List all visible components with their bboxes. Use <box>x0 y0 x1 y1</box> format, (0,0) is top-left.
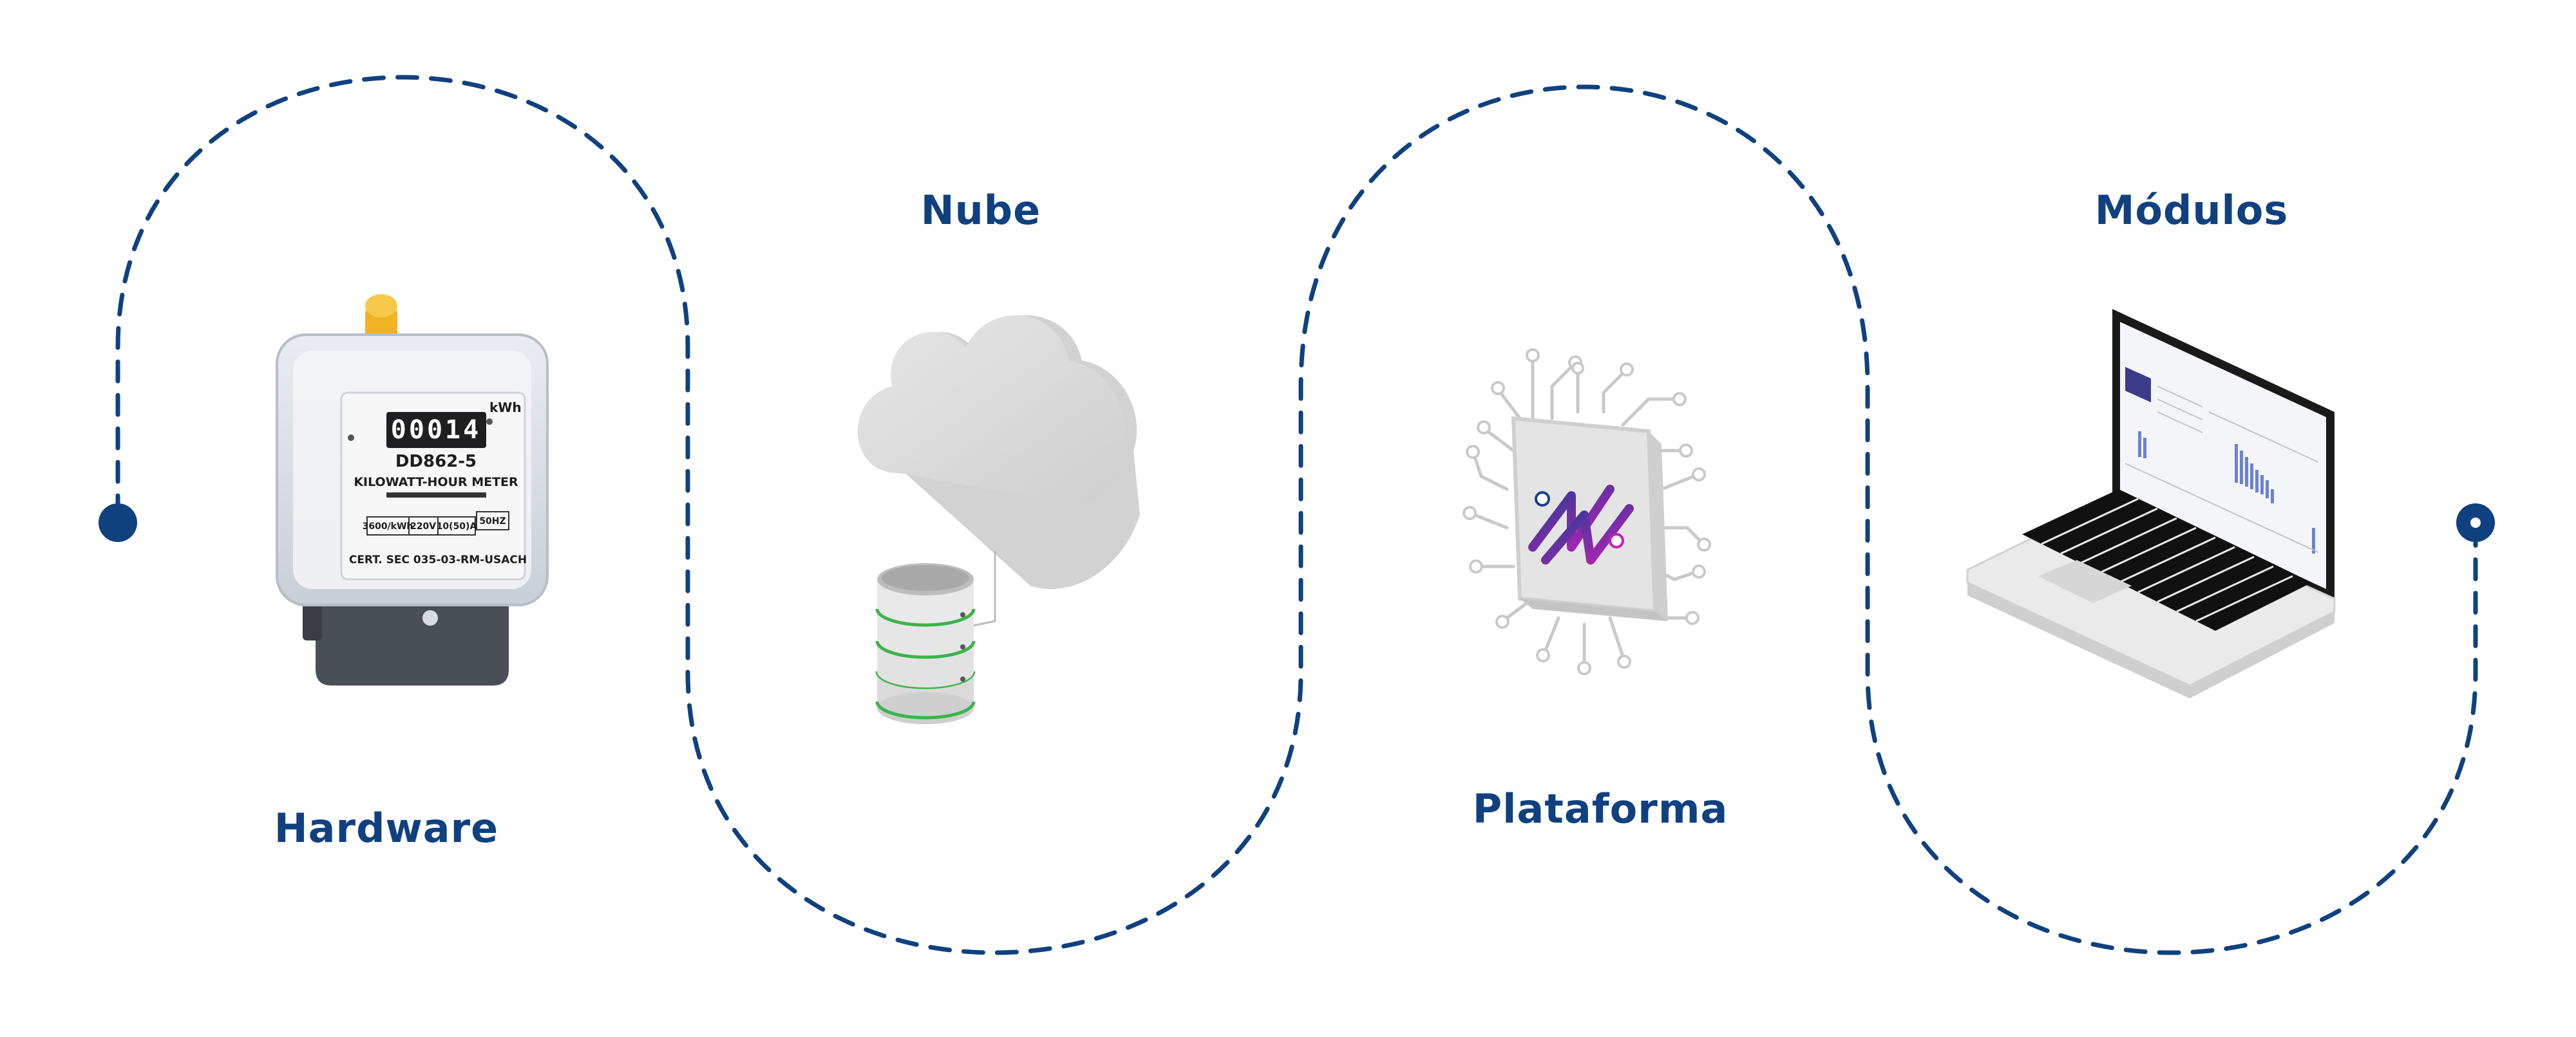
stage-label-modulos: Módulos <box>2094 187 2289 234</box>
database-icon <box>875 563 976 724</box>
chip-icon <box>1463 348 1711 675</box>
stage-label-nube: Nube <box>920 187 1041 234</box>
meter-unit: kWh <box>489 400 522 415</box>
meter-cert: CERT. SEC 035-03-RM-USACH <box>349 554 527 566</box>
start-node <box>99 503 137 542</box>
meter-spec-freq: 50HZ <box>479 516 506 527</box>
meter-spec-voltage: 220V <box>410 521 436 532</box>
end-node <box>2456 503 2495 542</box>
meter-spec-current: 10(50)A <box>437 521 477 532</box>
cloud-database-icon <box>857 315 1140 724</box>
flow-path <box>115 75 2478 955</box>
laptop-dashboard-icon <box>1966 309 2336 698</box>
meter-model: DD862-5 <box>395 452 477 471</box>
meter-spec-imp: 3600/kWh <box>363 521 413 532</box>
meter-type: KILOWATT-HOUR METER <box>354 475 518 489</box>
meter-reading: 00014 <box>391 415 481 445</box>
stage-label-plataforma: Plataforma <box>1472 785 1728 832</box>
stage-label-hardware: Hardware <box>274 805 499 852</box>
electric-meter-icon: 00014 kWh DD862-5 KILOWATT-HOUR METER 36… <box>276 294 549 686</box>
